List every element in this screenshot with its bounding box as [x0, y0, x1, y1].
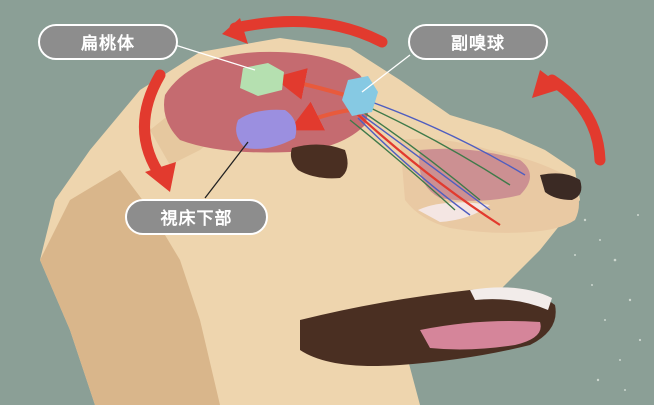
hypothalamus-label: 視床下部	[125, 199, 268, 235]
accessory-olfactory-bulb-label: 副嗅球	[408, 24, 548, 60]
amygdala-label: 扁桃体	[38, 24, 178, 60]
